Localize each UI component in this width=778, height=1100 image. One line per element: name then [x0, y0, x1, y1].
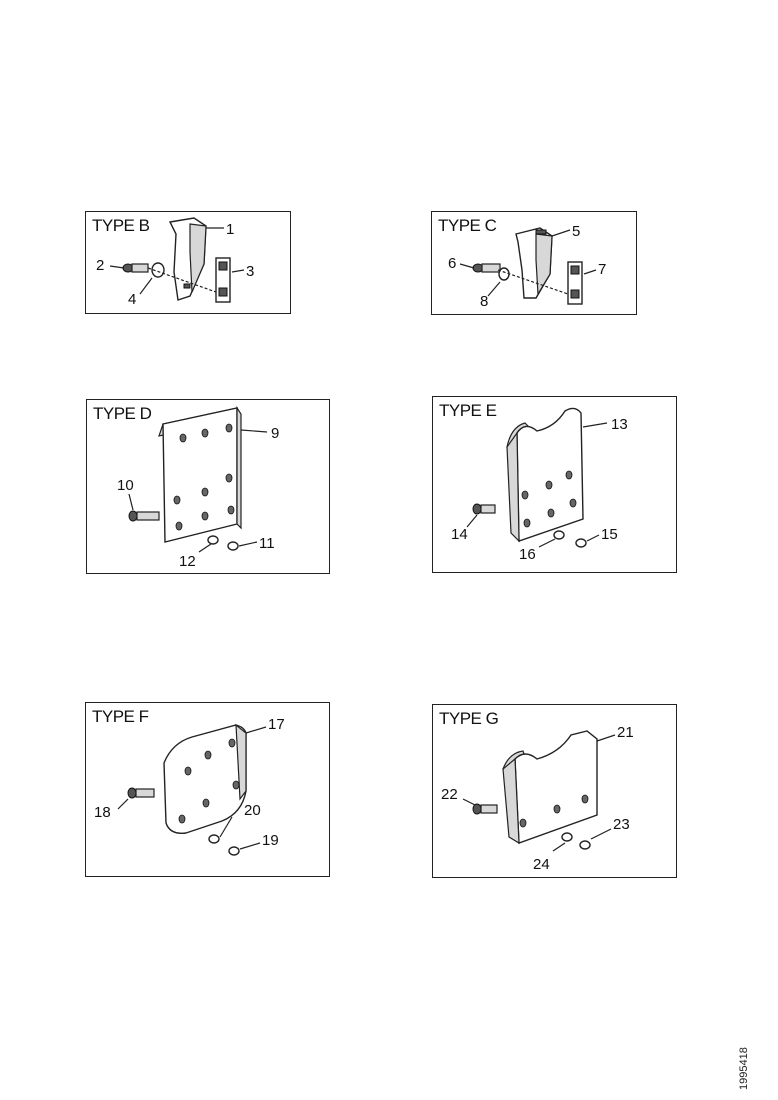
panel-type-f: TYPE F 17 18 19 20	[85, 702, 330, 877]
panel-title: TYPE C	[438, 216, 497, 235]
type-f-illustration: 17 18 19 20	[94, 716, 285, 856]
callout-13: 13	[611, 416, 628, 433]
callout-12: 12	[179, 553, 196, 570]
type-d-illustration: 9 10 11 12	[117, 406, 279, 570]
panel-type-d: TYPE D 9 10 11 12	[86, 399, 330, 574]
callout-11: 11	[259, 535, 275, 552]
callout-2: 2	[96, 257, 104, 274]
callout-19: 19	[262, 832, 279, 849]
document-code: 1995418	[738, 1047, 750, 1090]
callout-7: 7	[598, 261, 606, 278]
callout-15: 15	[601, 526, 618, 543]
callout-23: 23	[613, 816, 630, 833]
callout-14: 14	[451, 526, 468, 543]
callout-16: 16	[519, 546, 536, 563]
callout-9: 9	[271, 425, 279, 442]
panel-title: TYPE F	[92, 707, 149, 726]
panel-type-c: TYPE C 5 6 7 8	[431, 211, 637, 315]
type-b-illustration: 1 2 3 4	[96, 217, 254, 308]
callout-1: 1	[226, 221, 234, 238]
panel-type-g: TYPE G 21 22 23 24	[432, 704, 677, 878]
panel-title: TYPE B	[92, 216, 150, 235]
callout-22: 22	[441, 786, 458, 803]
panel-title: TYPE G	[439, 709, 499, 728]
callout-6: 6	[448, 255, 456, 272]
type-c-illustration: 5 6 7 8	[448, 223, 606, 310]
callout-3: 3	[246, 263, 254, 280]
type-g-illustration: 21 22 23 24	[441, 724, 634, 873]
callout-24: 24	[533, 856, 550, 873]
type-e-illustration: 13 14 15 16	[451, 407, 628, 563]
callout-18: 18	[94, 804, 111, 821]
callout-17: 17	[268, 716, 285, 733]
panel-title: TYPE E	[439, 401, 497, 420]
callout-20: 20	[244, 802, 261, 819]
panel-type-b: TYPE B 1 2 3 4	[85, 211, 291, 314]
panel-title: TYPE D	[93, 404, 152, 423]
callout-21: 21	[617, 724, 634, 741]
callout-5: 5	[572, 223, 580, 240]
callout-4: 4	[128, 291, 136, 308]
callout-10: 10	[117, 477, 134, 494]
panel-type-e: TYPE E 13 14 15 16	[432, 396, 677, 573]
callout-8: 8	[480, 293, 488, 310]
